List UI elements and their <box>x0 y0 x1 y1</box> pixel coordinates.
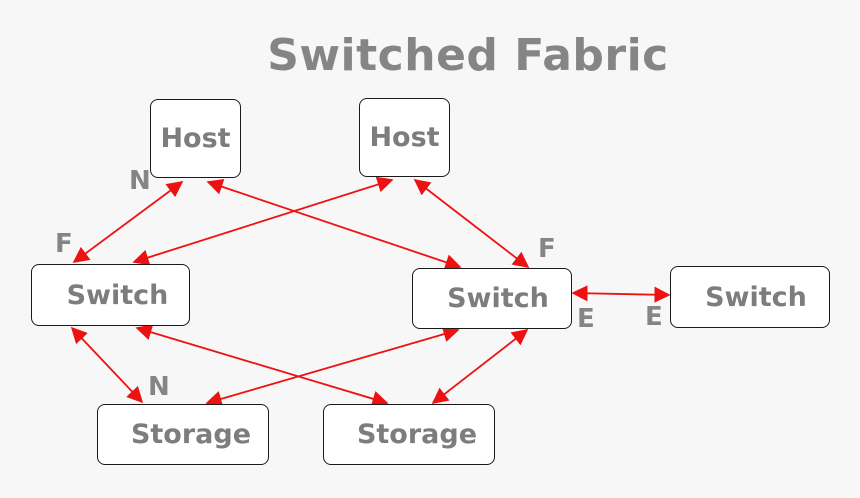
link-switch2-storage2 <box>431 329 529 404</box>
link-host2-switch1 <box>132 176 394 266</box>
storage-node-right: Storage <box>323 404 495 465</box>
link-host2-switch2 <box>413 179 530 268</box>
diagram-title: Switched Fabric <box>267 30 669 81</box>
link-switch2-storage1 <box>205 326 460 407</box>
port-label-f-left: F <box>55 229 73 259</box>
port-label-f-right: F <box>538 234 556 264</box>
link-host1-switch1 <box>72 181 184 263</box>
port-label-n-bottom: N <box>148 372 170 402</box>
link-switch1-storage2 <box>135 324 389 407</box>
host-node-left: Host <box>150 99 241 178</box>
switch-node-left: Switch <box>31 264 190 326</box>
port-label-e-right: E <box>645 302 663 332</box>
link-switch1-storage1 <box>70 326 144 404</box>
switch-node-right: Switch <box>670 266 830 328</box>
port-label-n-top: N <box>129 166 151 196</box>
link-host1-switch2 <box>206 178 462 271</box>
switch-node-center: Switch <box>412 268 572 329</box>
host-node-right: Host <box>359 98 450 177</box>
link-switch2-switch3 <box>571 285 671 303</box>
storage-node-left: Storage <box>97 404 269 465</box>
port-label-e-center: E <box>577 304 595 334</box>
